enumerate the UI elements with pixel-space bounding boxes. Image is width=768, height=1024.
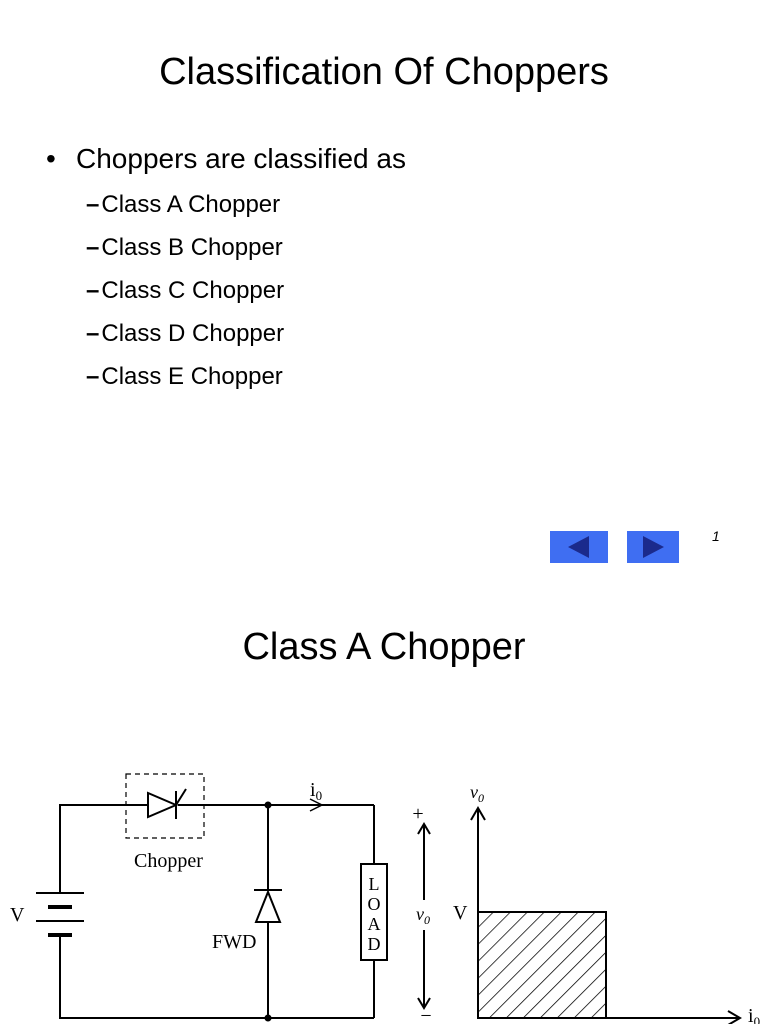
source-voltage-label: V — [10, 904, 25, 926]
list-item-text: Class C Chopper — [101, 277, 285, 304]
list-item-text: Class E Chopper — [101, 363, 283, 390]
operating-quadrant — [477, 911, 607, 1019]
level-v-label: V — [453, 902, 468, 924]
triangle-right-icon — [643, 536, 664, 558]
bullet-dot-icon: • — [46, 143, 56, 174]
previous-slide-button[interactable] — [550, 531, 608, 563]
chopper-label: Chopper — [134, 850, 203, 872]
page-number: 1 — [712, 528, 720, 544]
voltage-arrow-icon — [417, 822, 431, 1010]
list-item: –Class A Chopper — [86, 188, 284, 231]
dash-icon: – — [86, 234, 100, 261]
x-axis-label: i0 — [748, 1005, 760, 1024]
dash-icon: – — [86, 363, 100, 390]
current-arrow-icon — [309, 798, 324, 812]
dash-icon: – — [86, 191, 100, 218]
load-letter: L — [369, 874, 380, 894]
dash-icon: – — [86, 277, 100, 304]
slide-2-title: Class A Chopper — [242, 626, 526, 668]
junction-dot — [264, 801, 272, 809]
list-item: –Class E Chopper — [86, 360, 284, 403]
list-item: –Class B Chopper — [86, 231, 284, 274]
bullet-text: Choppers are classified as — [76, 143, 406, 174]
triangle-left-icon — [568, 536, 589, 558]
chopper-class-list: –Class A Chopper –Class B Chopper –Class… — [86, 188, 284, 403]
plus-sign: + — [412, 803, 423, 825]
bullet-main: • Choppers are classified as — [46, 141, 406, 177]
output-voltage-label: v0 — [416, 904, 430, 927]
class-a-chopper-diagram: Chopper V FWD i0 + − v0 v0 V i0 L O A D — [10, 773, 760, 1024]
slide-1-title: Classification Of Choppers — [159, 51, 609, 93]
junction-dot — [264, 1014, 272, 1022]
y-axis-label: v0 — [470, 782, 484, 805]
circuit-wires — [59, 804, 375, 1019]
battery-icon — [36, 892, 84, 937]
load-letter: D — [368, 934, 381, 954]
next-slide-button[interactable] — [627, 531, 679, 563]
list-item: –Class C Chopper — [86, 274, 284, 317]
list-item: –Class D Chopper — [86, 317, 284, 360]
minus-sign: − — [420, 1005, 431, 1024]
thyristor-icon — [147, 788, 187, 819]
load-box — [360, 863, 388, 961]
fwd-label: FWD — [212, 931, 256, 953]
chopper-box — [125, 773, 205, 839]
dash-icon: – — [86, 320, 100, 347]
freewheeling-diode-icon — [254, 889, 282, 923]
list-item-text: Class B Chopper — [101, 234, 283, 261]
current-label: i0 — [310, 779, 322, 803]
list-item-text: Class D Chopper — [101, 320, 285, 347]
load-letter: O — [368, 894, 381, 914]
load-letter: A — [368, 914, 381, 934]
list-item-text: Class A Chopper — [101, 191, 281, 218]
load-label: L O A D — [368, 874, 381, 954]
